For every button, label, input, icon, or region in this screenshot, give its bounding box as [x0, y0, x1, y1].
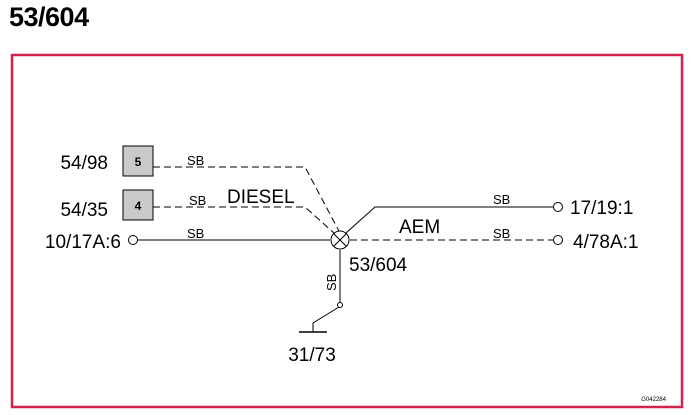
wire-label-bottom-right: SB	[493, 226, 510, 241]
connector-label-10-17a-6: 10/17A:6	[45, 232, 121, 253]
wire-label-mid-left: SB	[189, 193, 206, 208]
page-title: 53/604	[9, 2, 89, 32]
wire-dashed-top	[153, 166, 341, 234]
wire-label-top-right: SB	[493, 192, 510, 207]
terminal-right-top	[553, 202, 563, 212]
terminal-right-bottom	[553, 235, 563, 245]
variant-label-diesel: DIESEL	[227, 187, 295, 208]
figure-code: G042284	[641, 397, 666, 403]
terminal-left	[128, 235, 138, 245]
wire-right-top	[345, 206, 554, 234]
box-label-5: 5	[135, 155, 142, 169]
diagram-frame	[10, 53, 684, 409]
connector-label-17-19-1: 17/19:1	[570, 198, 633, 219]
variant-label-aem: AEM	[399, 217, 440, 238]
component-box-5	[122, 145, 154, 177]
wire-label-vertical: SB	[324, 274, 339, 291]
component-box-4	[122, 189, 154, 221]
ground-switch	[312, 306, 340, 332]
connector-label-53-604: 53/604	[349, 255, 408, 276]
box-label-4: 4	[135, 199, 142, 213]
connector-label-54-35: 54/35	[60, 200, 108, 221]
terminal-ground	[337, 302, 343, 308]
wire-label-top-left: SB	[187, 153, 204, 168]
junction-icon	[330, 230, 350, 250]
connector-label-31-73: 31/73	[288, 345, 336, 366]
wire-dashed-mid	[153, 206, 335, 234]
wire-label-bottom-left: SB	[187, 226, 204, 241]
connector-label-4-78a-1: 4/78A:1	[573, 232, 639, 253]
connector-label-54-98: 54/98	[60, 153, 108, 174]
